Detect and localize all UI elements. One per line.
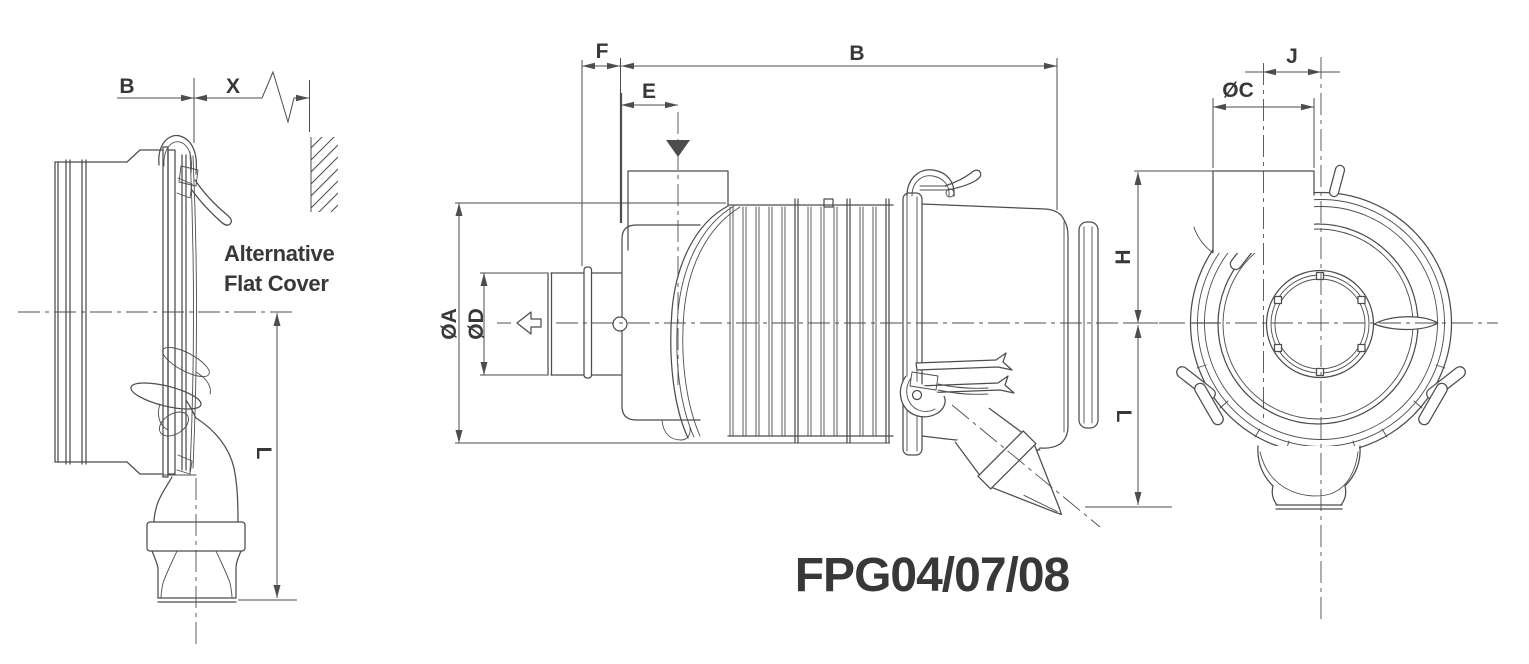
- main-side-view: F B E ØA ØD: [438, 40, 1213, 602]
- inlet-stack: [627, 112, 729, 385]
- rim-segment-ticks: [1191, 322, 1446, 452]
- bellows-section: [727, 198, 894, 444]
- top-latch-clip: [158, 134, 232, 226]
- cover-dome: [612, 205, 741, 441]
- dim-label-f: F: [596, 40, 609, 63]
- airflow-out-arrow: [516, 311, 542, 335]
- end-view: ØC J: [1127, 45, 1498, 620]
- mounting-wall-section: [309, 80, 338, 212]
- dim-label-l-main: L: [1112, 410, 1135, 423]
- dim-label-b-side: B: [119, 75, 134, 98]
- bottom-latch-clip: [130, 346, 211, 437]
- dimension-l-side: L: [238, 313, 297, 601]
- top-rim-clip: [1328, 164, 1346, 198]
- dimension-dia-a: ØA: [438, 202, 890, 444]
- annotation-line1: Alternative: [224, 241, 334, 266]
- inlet-stack-end: [1193, 170, 1315, 254]
- vacuator-drain-valve: [951, 404, 1101, 528]
- dimension-dia-d: ØD: [465, 272, 548, 376]
- dim-label-e: E: [642, 80, 656, 103]
- airflow-in-arrow: [666, 140, 690, 157]
- page-title: FPG04/07/08: [795, 549, 1070, 602]
- dimension-l-main: L: [1085, 325, 1172, 508]
- bottom-outlet-end: [1257, 445, 1361, 510]
- dimension-e: E: [621, 80, 678, 109]
- dimension-h: H: [1112, 170, 1213, 323]
- side-clips: [1176, 366, 1466, 426]
- dimension-f-b: F B: [581, 40, 1058, 266]
- outlet-tube: [547, 266, 622, 379]
- cover-tabs: [1273, 271, 1366, 377]
- band-latch-bottom: [899, 371, 989, 418]
- scavenge-port-fins: [915, 352, 1015, 394]
- dimension-b-x: B X: [117, 70, 309, 143]
- annotation-line2: Flat Cover: [224, 271, 329, 296]
- dim-label-dia-a: ØA: [438, 308, 461, 340]
- dim-label-x-side: X: [226, 75, 240, 98]
- band-latch-top: [906, 169, 982, 198]
- dimension-dia-c: ØC: [1212, 79, 1315, 168]
- outlet-elbow: [146, 399, 246, 603]
- hatch-pattern: [311, 137, 338, 212]
- side-view-alternative-flat-cover: B X L Alternative Flat Cover: [18, 70, 338, 648]
- valve-axis-centerline: [951, 404, 1101, 528]
- dim-label-b-main: B: [849, 42, 864, 65]
- dim-label-l-side: L: [252, 447, 275, 460]
- dim-label-h: H: [1112, 249, 1135, 264]
- dim-label-dia-c: ØC: [1222, 79, 1254, 102]
- dim-label-j: J: [1286, 45, 1298, 68]
- dim-label-dia-d: ØD: [465, 308, 488, 340]
- dimension-j: J: [1245, 45, 1340, 76]
